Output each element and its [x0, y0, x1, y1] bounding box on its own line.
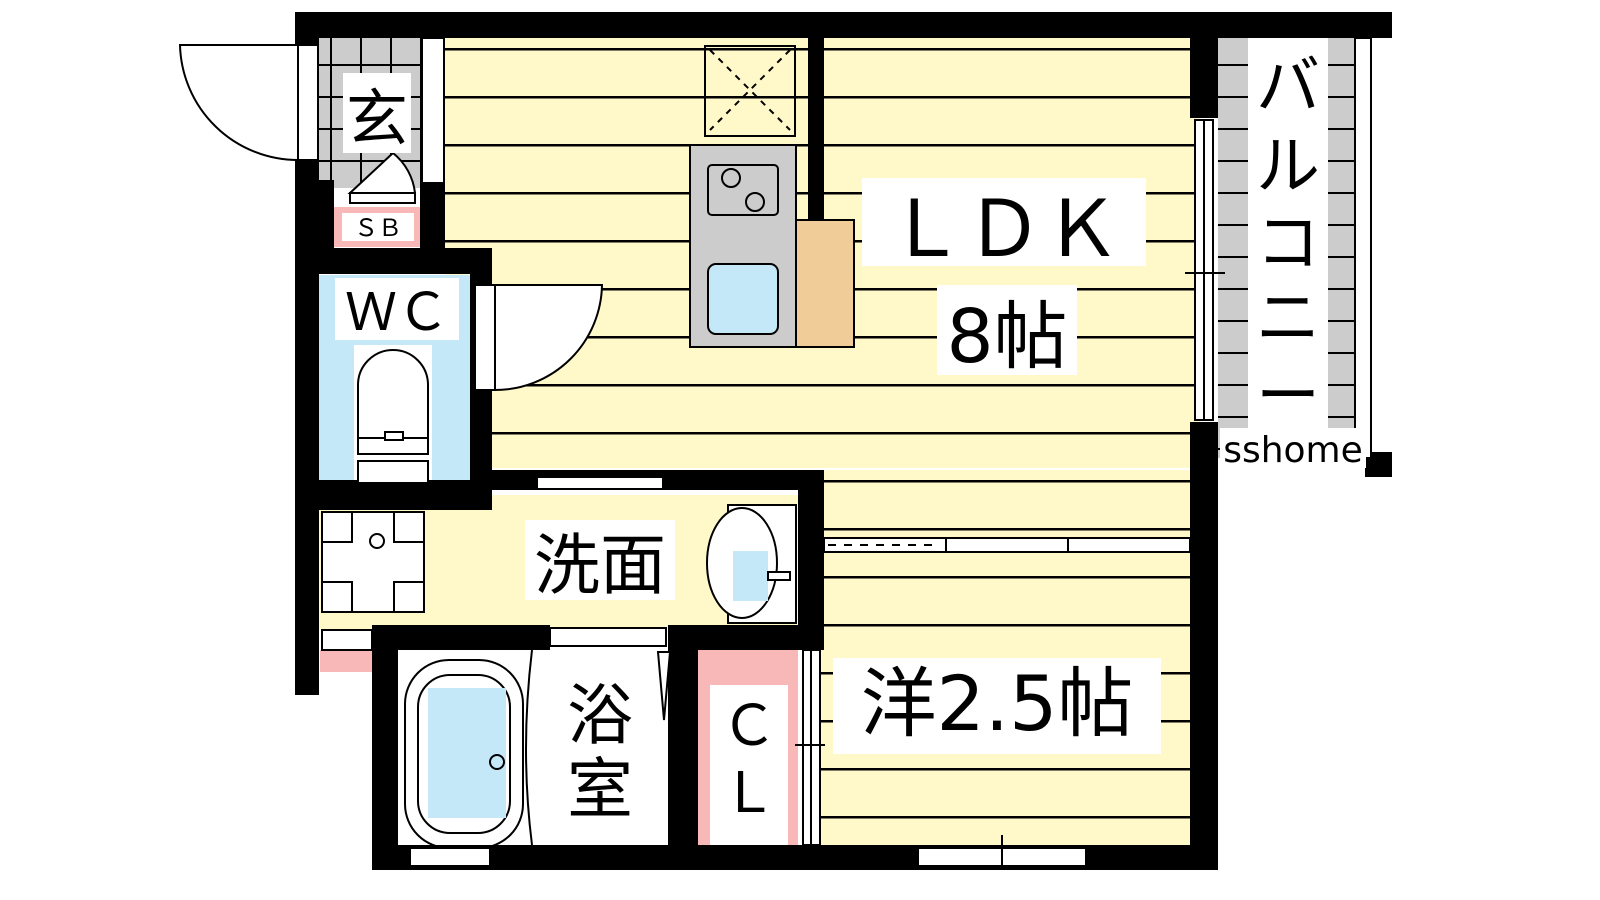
label-balcony-4: ニ	[1256, 282, 1320, 356]
label-bathroom-1: 浴	[567, 677, 633, 754]
watermark: sshome	[1223, 430, 1363, 471]
label-western-room: 洋2.5帖	[861, 659, 1134, 748]
label-ldk: ＬＤＫ	[887, 185, 1121, 275]
closet-door	[795, 649, 825, 846]
label-balcony-5: ー	[1256, 360, 1320, 434]
bathtub	[404, 649, 672, 849]
label-shoe-box: ＳＢ	[354, 214, 402, 242]
balcony-rail	[1354, 37, 1372, 459]
wc-door	[474, 284, 604, 392]
label-balcony-1: バ	[1256, 50, 1320, 124]
label-closet-1: Ｃ	[721, 694, 777, 759]
kitchen-counter	[689, 45, 855, 348]
washbasin	[706, 504, 797, 624]
sliding-door-wash	[321, 476, 790, 651]
entrance-door	[178, 37, 445, 184]
toilet-fixture	[354, 345, 432, 484]
label-entrance: 玄	[346, 82, 408, 155]
label-ldk-size: 8帖	[946, 294, 1067, 380]
shoe-door	[347, 151, 417, 204]
label-toilet: ＷＣ	[345, 283, 449, 343]
label-closet-2: Ｌ	[721, 761, 777, 826]
sliding-door-western	[823, 537, 1191, 553]
label-balcony-2: ル	[1256, 130, 1320, 204]
label-balcony-3: コ	[1256, 207, 1320, 281]
washing-machine-pan	[321, 511, 425, 613]
label-washroom: 洗面	[534, 527, 666, 604]
window-bath	[409, 847, 491, 867]
small-storage	[320, 650, 372, 672]
label-bathroom-2: 室	[567, 751, 633, 828]
